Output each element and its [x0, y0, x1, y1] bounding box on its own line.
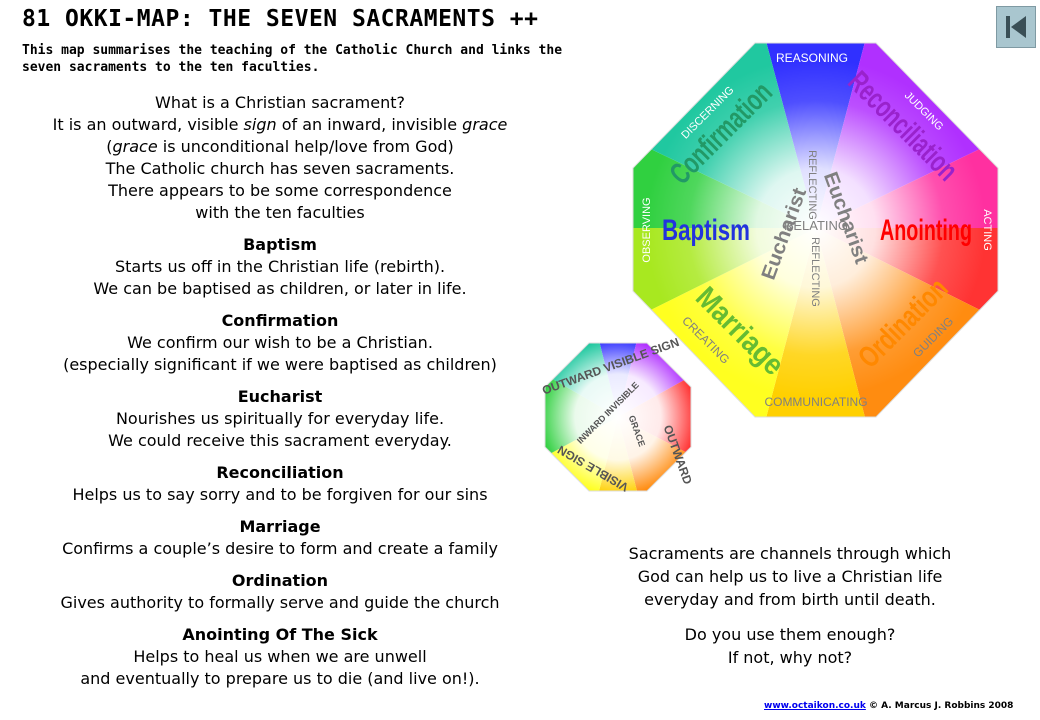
faculty-observing: OBSERVING — [641, 197, 653, 262]
octagon-outline — [632, 42, 999, 418]
confirmation-heading: Confirmation — [221, 311, 339, 330]
text-line: Nourishes us spiritually for everyday li… — [115, 409, 445, 428]
text-line: Sacraments are channels through which — [628, 544, 952, 563]
text-line: Starts us off in the Christian life (reb… — [114, 257, 446, 276]
text-line: We can be baptised as children, or later… — [93, 279, 467, 298]
text: ( — [106, 137, 113, 156]
reconciliation-heading: Reconciliation — [216, 463, 344, 482]
text-line: God can help us to live a Christian life — [637, 567, 943, 586]
text-line: We confirm our wish to be a Christian. — [127, 333, 433, 352]
octaikon-link[interactable]: www.octaikon.co.uk — [764, 701, 866, 711]
eucharist-heading: Eucharist — [237, 387, 323, 406]
copyright: © A. Marcus J. Robbins 2008 — [865, 701, 1014, 711]
text-line: If not, why not? — [727, 648, 853, 667]
faculty-reflecting-top: REFLECTING — [806, 150, 818, 220]
closing-text: Sacraments are channels through which Go… — [595, 542, 985, 669]
spacer — [595, 611, 985, 623]
text-line: We could receive this sacrament everyday… — [108, 431, 452, 450]
text-line: Helps to heal us when we are unwell — [133, 647, 427, 666]
faculty-relating: RELATING — [784, 218, 848, 233]
ordination-heading: Ordination — [231, 571, 329, 590]
emphasis: sign — [243, 115, 277, 134]
center-fade — [545, 343, 691, 491]
marriage-heading: Marriage — [239, 517, 321, 536]
anointing-heading: Anointing Of The Sick — [182, 625, 378, 644]
back-button[interactable] — [996, 6, 1036, 48]
text-line: and eventually to prepare us to die (and… — [80, 669, 480, 688]
definition-line: It is an outward, visible sign of an inw… — [20, 114, 540, 136]
text-line: Do you use them enough? — [684, 625, 896, 644]
text-line: The Catholic church has seven sacraments… — [105, 159, 455, 178]
faculty-acting: ACTING — [981, 209, 993, 251]
sacrament-anointing: Anointing — [880, 214, 972, 247]
text-line: everyday and from birth until death. — [644, 590, 936, 609]
footer: www.octaikon.co.uk © A. Marcus J. Robbin… — [764, 701, 1013, 711]
faculty-reasoning: REASONING — [776, 51, 848, 65]
emphasis: grace — [112, 137, 158, 156]
grace-line: (grace is unconditional help/love from G… — [20, 136, 540, 158]
intro-text: This map summarises the teaching of the … — [22, 43, 563, 75]
sacrament-baptism: Baptism — [662, 214, 750, 247]
text-line: (especially significant if we were bapti… — [63, 355, 497, 374]
text-line: Confirms a couple’s desire to form and c… — [62, 539, 498, 558]
text: of an inward, invisible — [276, 115, 463, 134]
small-octagon-outline — [544, 342, 692, 492]
text-line: There appears to be some correspondence — [108, 181, 452, 200]
small-color-wheel — [545, 343, 691, 491]
emphasis: grace — [462, 115, 508, 134]
text-line: Gives authority to formally serve and gu… — [60, 593, 500, 612]
text-line: with the ten faculties — [195, 203, 365, 222]
text: is unconditional help/love from God) — [157, 137, 454, 156]
text: It is an outward, visible — [52, 115, 244, 134]
skip-back-icon — [1006, 16, 1026, 38]
baptism-heading: Baptism — [243, 235, 317, 254]
sacrament-descriptions: What is a Christian sacrament? It is an … — [20, 92, 540, 690]
text-line: Helps us to say sorry and to be forgiven… — [72, 485, 488, 504]
page-title: 81 OKKI-MAP: THE SEVEN SACRAMENTS ++ — [22, 6, 539, 32]
question: What is a Christian sacrament? — [155, 93, 405, 112]
faculty-communicating: COMMUNICATING — [764, 395, 867, 409]
faculty-reflecting-bottom: REFLECTING — [809, 237, 821, 307]
